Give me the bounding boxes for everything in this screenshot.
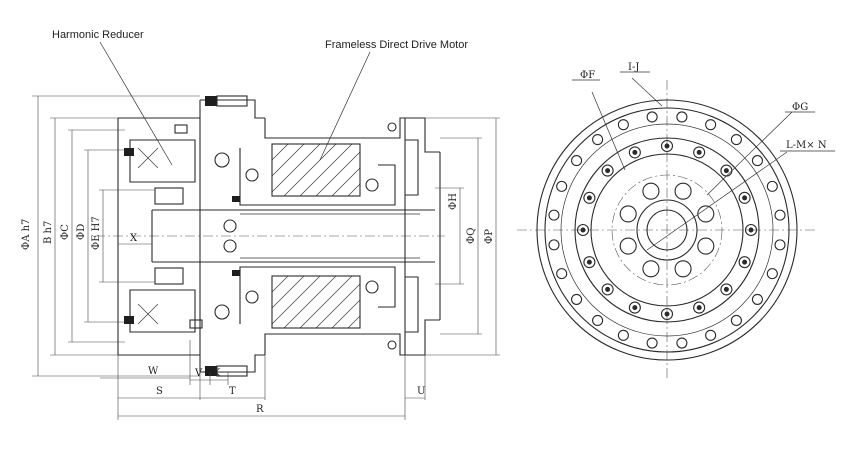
- stator-hatch-bottom: [271, 275, 361, 329]
- bolt-hole: [705, 119, 717, 131]
- dim-K: K: [213, 368, 221, 379]
- bolt-hole-center: [605, 286, 611, 292]
- bolt-hole: [693, 146, 706, 159]
- label-IJ: I-J: [628, 62, 639, 73]
- bolt-hole-center: [580, 227, 586, 233]
- bolt-hole: [676, 111, 688, 123]
- dim-X: X: [130, 233, 138, 244]
- horizontal-dimensions: X W V K S T R U: [100, 233, 425, 420]
- bolt-hole-center: [723, 286, 729, 292]
- bolt-hole: [619, 237, 637, 255]
- bolt-hole: [617, 329, 629, 341]
- bolt-hole: [642, 182, 660, 200]
- bolt-hole: [751, 155, 763, 167]
- bolt-hole: [744, 223, 758, 237]
- dim-U: U: [417, 386, 425, 397]
- front-view-labels: ΦF I-J ΦG L-M× N: [572, 62, 835, 152]
- bolt-hole: [738, 191, 751, 204]
- bolt-hole: [774, 239, 786, 251]
- dim-B: B h7: [43, 221, 54, 244]
- bolt-hole-center: [664, 143, 670, 149]
- bolt-hole: [705, 329, 717, 341]
- bolt-hole: [556, 268, 568, 280]
- dim-phiP: ΦP: [484, 229, 495, 244]
- label-phiG: ΦG: [792, 102, 808, 113]
- bolt-hole: [730, 314, 742, 326]
- bolt-hole-center: [586, 259, 592, 265]
- bolt-hole-center: [586, 195, 592, 201]
- dim-phiH: ΦH: [448, 193, 459, 210]
- bolt-hole-center: [605, 168, 611, 174]
- dim-phiQ: ΦQ: [466, 228, 477, 244]
- callout-harmonic-reducer: Harmonic Reducer: [52, 29, 144, 41]
- bolt-hole-center: [723, 168, 729, 174]
- bolt-hole: [646, 111, 658, 123]
- bolt-hole: [642, 260, 660, 278]
- section-view: [95, 95, 445, 377]
- bolt-hole: [556, 180, 568, 192]
- outer-bolt-holes: [548, 111, 786, 349]
- bolt-hole: [774, 209, 786, 221]
- bolt-hole: [571, 155, 583, 167]
- dim-phiE: ΦE H7: [91, 216, 102, 250]
- bolt-hole: [693, 301, 706, 314]
- bolt-hole: [592, 134, 604, 146]
- bolt-hole: [676, 337, 688, 349]
- bolt-hole: [592, 314, 604, 326]
- bolt-hole: [571, 293, 583, 305]
- bolt-hole: [766, 268, 778, 280]
- bolt-hole-center: [742, 195, 748, 201]
- dim-R: R: [256, 404, 264, 415]
- bolt-hole: [583, 191, 596, 204]
- label-LMN: L-M× N: [786, 140, 827, 151]
- dim-phiC: ΦC: [60, 224, 71, 240]
- bolt-hole-center: [742, 259, 748, 265]
- bolt-hole: [660, 139, 674, 153]
- bolt-hole: [766, 180, 778, 192]
- bolt-hole: [548, 209, 560, 221]
- bolt-hole: [628, 301, 641, 314]
- callouts: Harmonic Reducer Frameless Direct Drive …: [52, 29, 468, 166]
- bolt-hole: [660, 307, 674, 321]
- bolt-hole: [628, 146, 641, 159]
- middle-bolt-holes: [576, 139, 758, 321]
- bolt-hole-center: [632, 149, 638, 155]
- bolt-hole: [697, 205, 715, 223]
- dim-T: T: [229, 386, 236, 397]
- bolt-hole: [548, 239, 560, 251]
- bolt-hole: [601, 164, 614, 177]
- bolt-hole: [617, 119, 629, 131]
- bolt-hole-center: [748, 227, 754, 233]
- dim-W: W: [148, 366, 159, 377]
- bolt-hole: [674, 182, 692, 200]
- bolt-hole: [583, 256, 596, 269]
- bolt-hole-center: [696, 149, 702, 155]
- front-view: [517, 77, 817, 380]
- bolt-hole: [738, 256, 751, 269]
- bolt-hole-center: [696, 305, 702, 311]
- bolt-hole: [619, 205, 637, 223]
- vertical-dimensions: ΦA h7 B h7 ΦC ΦD ΦE H7: [21, 95, 200, 377]
- bolt-hole-center: [664, 311, 670, 317]
- stator-hatch-top: [271, 143, 361, 197]
- dim-S: S: [156, 386, 163, 397]
- bolt-hole: [697, 237, 715, 255]
- dim-V: V: [194, 368, 203, 379]
- bolt-hole: [576, 223, 590, 237]
- bolt-hole: [751, 293, 763, 305]
- bolt-hole: [646, 337, 658, 349]
- bolt-hole: [720, 283, 733, 296]
- bearings: [214, 152, 379, 320]
- dim-phiA: ΦA h7: [21, 219, 32, 250]
- bolt-hole: [674, 260, 692, 278]
- bolt-hole: [730, 134, 742, 146]
- label-phiF: ΦF: [580, 70, 595, 81]
- callout-motor: Frameless Direct Drive Motor: [325, 39, 468, 51]
- dim-phiD: ΦD: [76, 224, 87, 240]
- bolt-hole: [601, 283, 614, 296]
- bolt-hole-center: [632, 305, 638, 311]
- inner-bolt-holes: [619, 182, 715, 278]
- vertical-dimensions-right: ΦH ΦQ ΦP: [425, 117, 500, 356]
